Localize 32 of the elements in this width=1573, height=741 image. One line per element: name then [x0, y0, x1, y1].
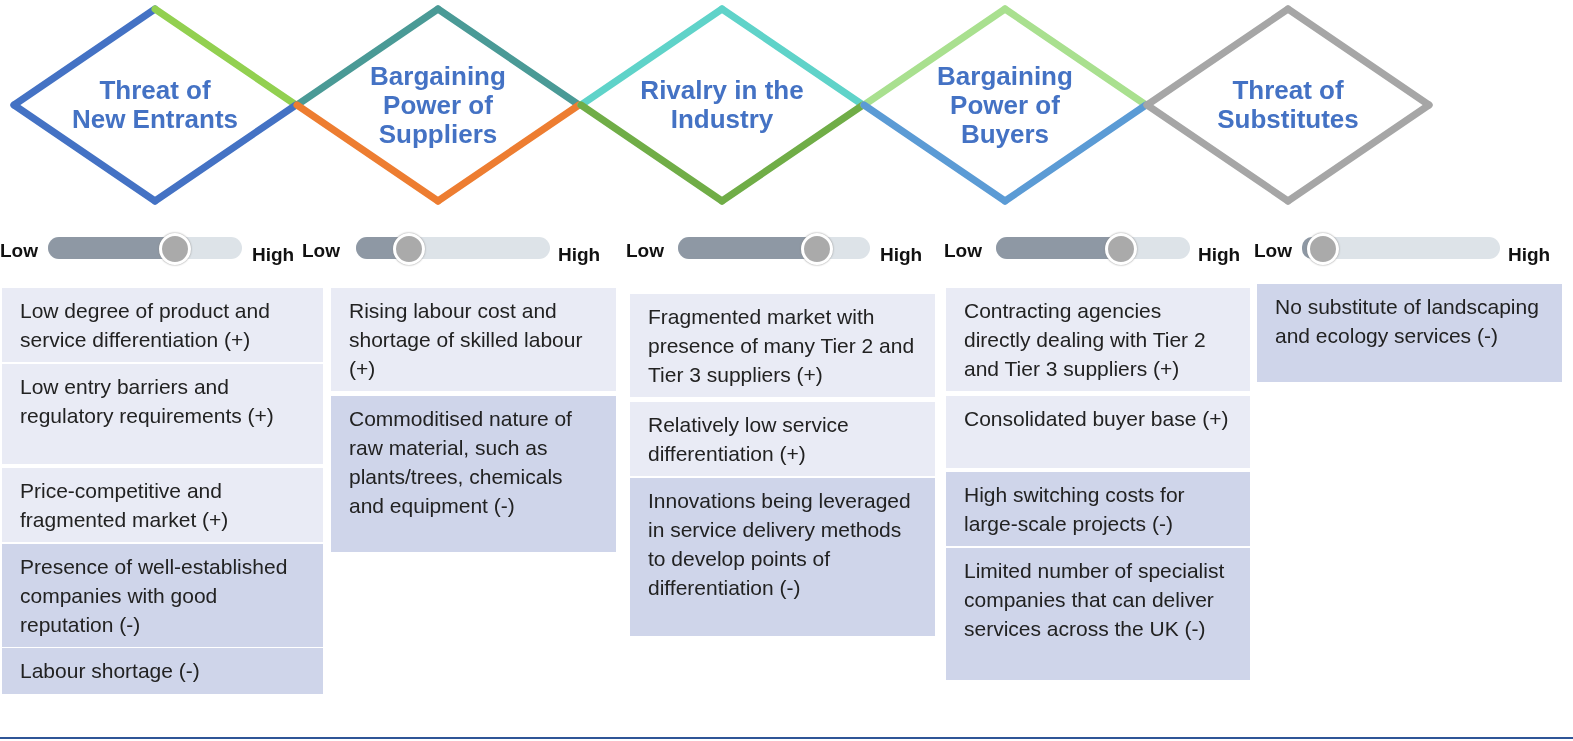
force-title: Rivalry in the Industry [639, 76, 805, 134]
factor-card: Innovations being leveraged in service delivery methods to develop points of differentiation (-) [630, 478, 935, 636]
scale-label: Low [1254, 240, 1292, 262]
scale-label: High [252, 244, 295, 266]
scale-label: High [880, 244, 923, 266]
factor-card: Fragmented market with presence of many Tier 2 and Tier 3 suppliers (+) [630, 294, 935, 397]
factor-card: Labour shortage (-) [2, 648, 323, 694]
force-title: Bargaining Power of Suppliers [369, 61, 507, 149]
scale-label: High [1508, 244, 1551, 266]
factor-card: High switching costs for large-scale projects (-) [946, 472, 1250, 546]
scale-label: Low [0, 240, 38, 262]
factor-card: Presence of well-established companies with good reputation (-) [2, 544, 323, 647]
factor-card: Consolidated buyer base (+) [946, 396, 1250, 468]
factor-card: Contracting agencies directly dealing with Tier 2 and Tier 3 suppliers (+) [946, 288, 1250, 391]
scale-label: Low [302, 240, 340, 262]
factor-card: No substitute of landscaping and ecology services (-) [1257, 284, 1562, 382]
factor-card: Low entry barriers and regulatory requirements (+) [2, 364, 323, 464]
factor-card: Price-competitive and fragmented market (+) [2, 468, 323, 542]
scale-label: High [1198, 244, 1241, 266]
force-title: Threat of Substitutes [1216, 76, 1360, 134]
factor-card: Relatively low service differentiation (+) [630, 402, 935, 476]
factor-card: Low degree of product and service differentiation (+) [2, 288, 323, 362]
scale-label: Low [944, 240, 982, 262]
diamond-shape [293, 5, 583, 205]
diamond-shape [1143, 5, 1433, 205]
factor-card: Rising labour cost and shortage of skilled labour (+) [331, 288, 616, 391]
factor-card: Commoditised nature of raw material, such as plants/trees, chemicals and equipment (-) [331, 396, 616, 552]
force-title: Bargaining Power of Buyers [936, 61, 1074, 149]
factor-card: Limited number of specialist companies that can deliver services across the UK (-) [946, 548, 1250, 680]
force-title: Threat of New Entrants [70, 76, 240, 134]
scale-label: High [558, 244, 601, 266]
scale-label: Low [626, 240, 664, 262]
